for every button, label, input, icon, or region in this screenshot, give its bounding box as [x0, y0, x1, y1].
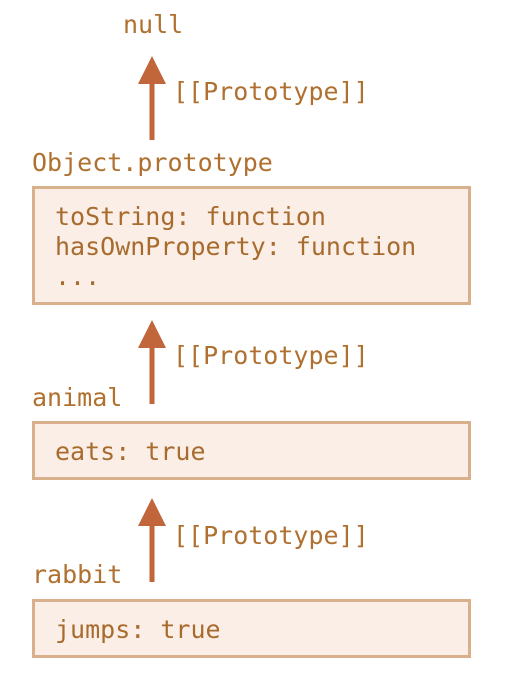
prototype-link-label: [[Prototype]]	[173, 77, 369, 106]
property-line: jumps: true	[55, 615, 221, 644]
property-line: eats: true	[55, 437, 206, 466]
property-line: toString: function	[55, 202, 326, 231]
prototype-link-label: [[Prototype]]	[173, 521, 369, 550]
object-prototype-title: Object.prototype	[32, 148, 273, 177]
null-label: null	[123, 10, 184, 39]
prototype-arrow-icon	[138, 56, 166, 140]
object-prototype-box: toString: function hasOwnProperty: funct…	[32, 186, 471, 305]
prototype-arrow-icon	[138, 498, 166, 582]
property-line: hasOwnProperty: function	[55, 232, 417, 261]
animal-title: animal	[32, 383, 123, 412]
prototype-arrow-icon	[138, 320, 166, 404]
prototype-link-label: [[Prototype]]	[173, 341, 369, 370]
rabbit-title: rabbit	[32, 560, 123, 589]
rabbit-box: jumps: true	[32, 599, 471, 658]
animal-box: eats: true	[32, 421, 471, 480]
property-line: ...	[55, 262, 101, 291]
